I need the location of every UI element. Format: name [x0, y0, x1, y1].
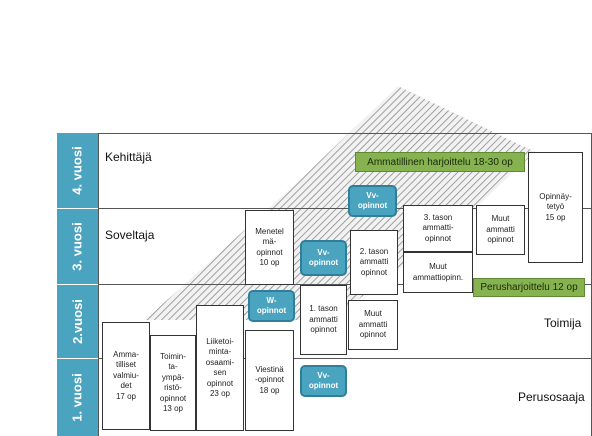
year-label-3: 3. vuosi — [70, 221, 86, 271]
box-toimintaymparisto: Toimin- ta- ympä- ristö- opinnot 13 op — [150, 335, 196, 431]
box-viestinta: Viestinä -opinnot 18 op — [245, 330, 294, 431]
year-separator — [57, 284, 98, 285]
level-soveltaja: Soveltaja — [105, 228, 155, 242]
grid-line-top — [57, 133, 592, 134]
box-ammatilliset-valmiudet: Amma- tilliset valmiu- det 17 op — [102, 322, 150, 430]
grid-line-3 — [57, 284, 592, 285]
box-muut-ammattiopinn: Muut ammattiopinn. — [403, 252, 473, 293]
level-kehittaja: Kehittäjä — [105, 150, 152, 164]
vv-opinnot-year3: Vv- opinnot — [300, 240, 347, 276]
vv-opinnot-year1: Vv- opinnot — [300, 365, 347, 397]
box-tason2-ammattiopinnot: 2. tason ammatti opinnot — [350, 230, 398, 295]
w-opinnot-year2: W- opinnot — [248, 290, 295, 322]
year-column-right-border — [98, 133, 99, 436]
year-separator — [57, 358, 98, 359]
box-muut-ammattiopinnot-2: Muut ammatti opinnot — [348, 300, 398, 350]
year-separator — [57, 208, 98, 209]
box-tason3-ammattiopinnot: 3. tason ammatti- opinnot — [403, 205, 473, 252]
box-muut-ammattiopinnot-4: Muut ammatti opinnot — [476, 205, 525, 255]
grid-line-4 — [57, 358, 592, 359]
vv-opinnot-year4: Vv- opinnot — [348, 185, 397, 217]
box-tason1-ammattiopinnot: 1. tason ammatti opinnot — [300, 285, 347, 355]
year-label-2: 2.vuosi — [70, 298, 86, 344]
box-liiketoiminta: Liiketoi- minta- osaami- sen opinnot 23 … — [196, 305, 244, 431]
year-label-1: 1. vuosi — [70, 372, 86, 422]
grid-line-2 — [57, 208, 592, 209]
year-label-4: 4. vuosi — [70, 146, 86, 195]
ammatillinen-harjoittelu-bar: Ammatillinen harjoittelu 18-30 op — [355, 152, 525, 172]
level-toimija: Toimija — [544, 316, 582, 330]
box-menetelma: Menetel mä- opinnot 10 op — [245, 210, 294, 285]
perusharjoittelu-bar: Perusharjoittelu 12 op — [473, 278, 585, 297]
box-opinnaytetyo: Opinnäy- tetyö 15 op — [528, 152, 583, 263]
level-perusosaaja: Perusosaaja — [518, 390, 585, 404]
